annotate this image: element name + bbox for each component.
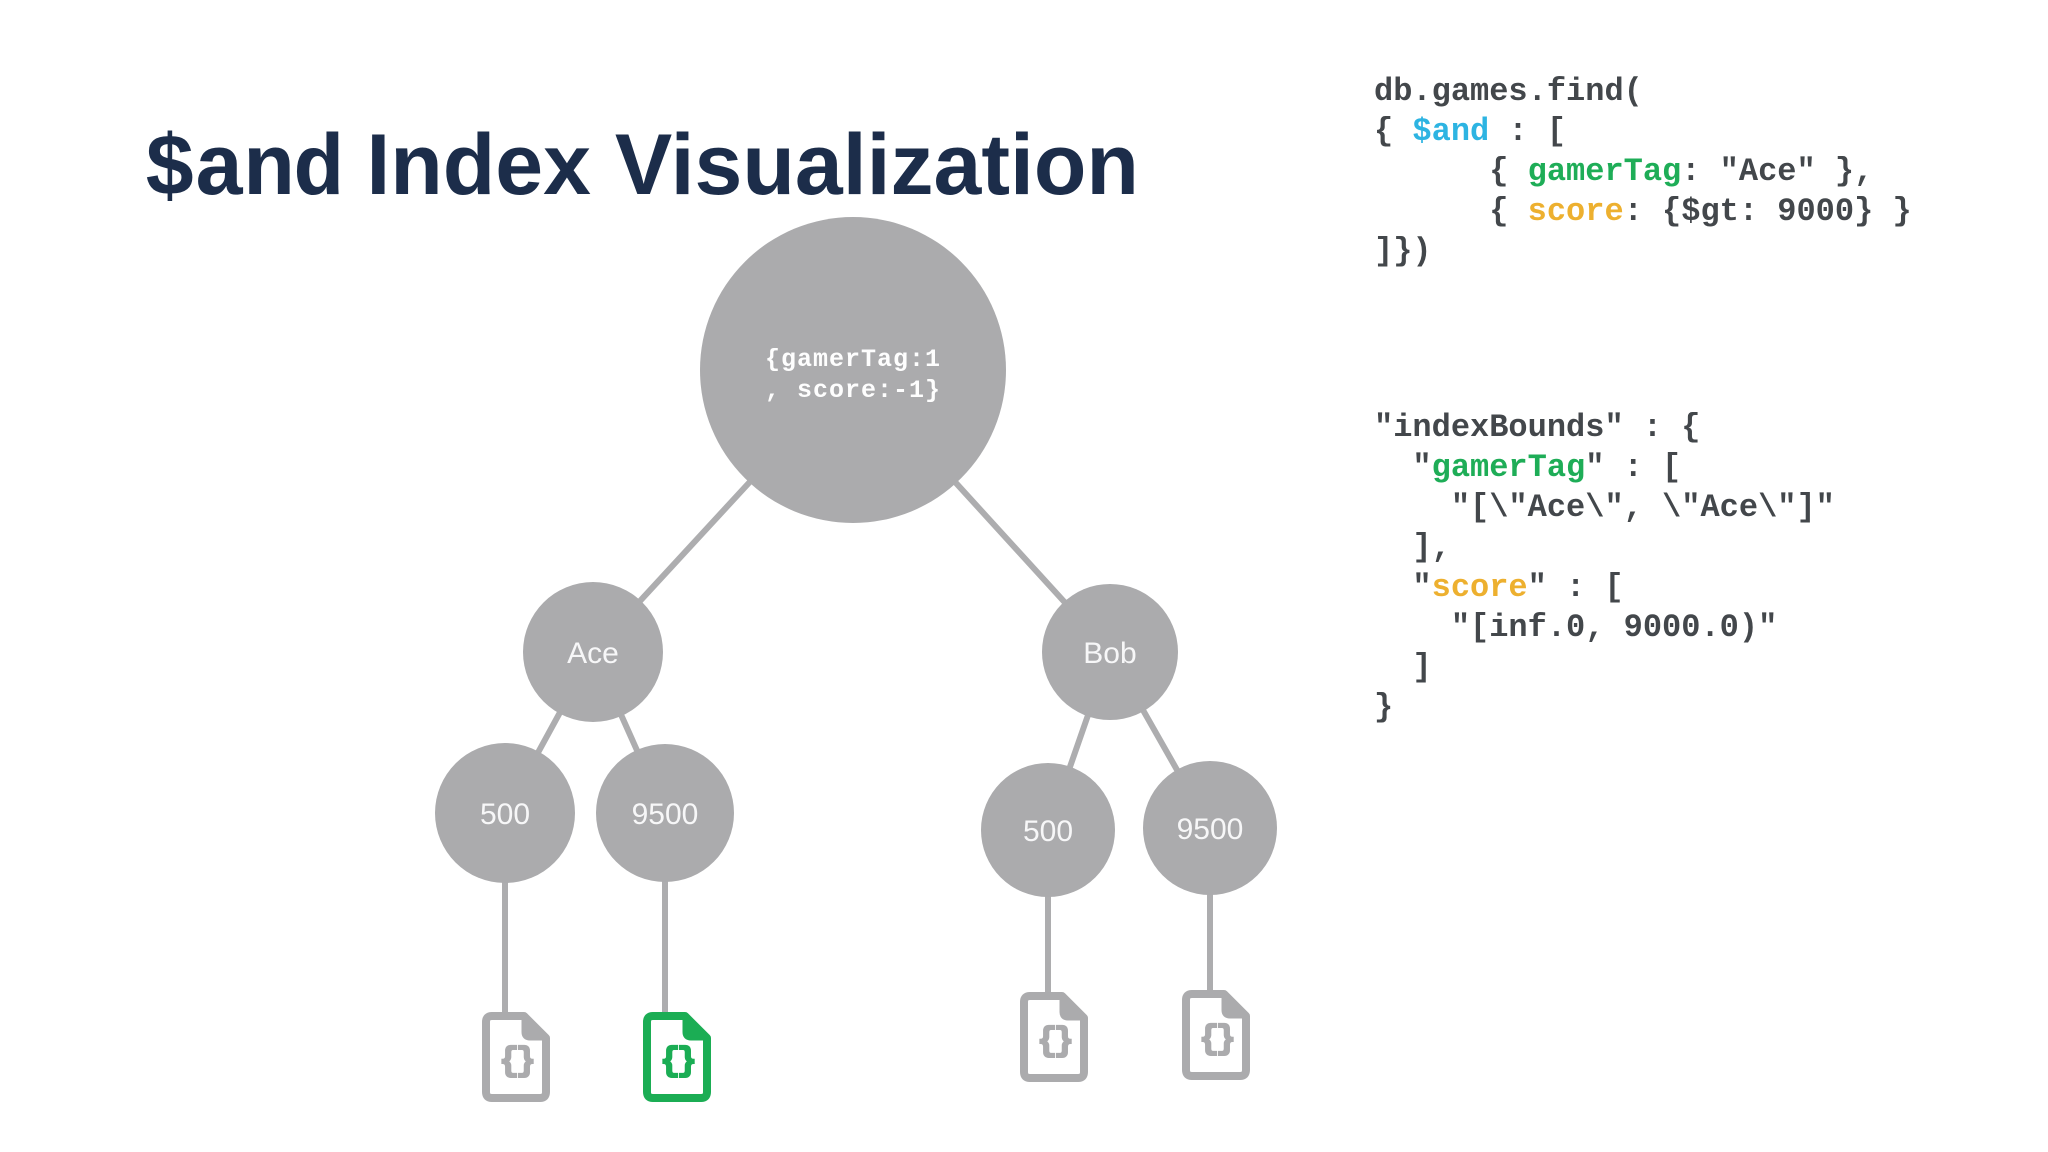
json-document-icon: {} bbox=[1182, 990, 1250, 1080]
code-token-plain: "[\"Ace\", \"Ace\"]" bbox=[1374, 489, 1835, 526]
node-ace bbox=[523, 582, 663, 722]
document-fold-corner bbox=[682, 1013, 710, 1041]
node-bob-label: Bob bbox=[1083, 637, 1136, 670]
node-ace-500-label: 500 bbox=[480, 798, 530, 831]
code-token-plain: ]}) bbox=[1374, 233, 1432, 270]
node-bob-500-label: 500 bbox=[1023, 815, 1073, 848]
code-line: "[inf.0, 9000.0)" bbox=[1374, 608, 1835, 648]
node-ace-9500-label: 9500 bbox=[632, 798, 699, 831]
json-document-icon: {} bbox=[482, 1012, 550, 1102]
code-token-plain: : {$gt: 9000} } bbox=[1623, 193, 1912, 230]
code-line: "[\"Ace\", \"Ace\"]" bbox=[1374, 488, 1835, 528]
node-ace-9500 bbox=[596, 744, 734, 882]
code-token-plain: ], bbox=[1374, 529, 1451, 566]
index-bounds-code-block: "indexBounds" : { "gamerTag" : [ "[\"Ace… bbox=[1374, 408, 1835, 728]
document-fold-corner bbox=[1059, 993, 1087, 1021]
braces-glyph: {} bbox=[1199, 1021, 1233, 1058]
node-bob-9500 bbox=[1143, 761, 1277, 895]
code-token-yellow: score bbox=[1527, 193, 1624, 230]
tree-nodes: {gamerTag:1 , score:-1} Ace Bob 500 9500… bbox=[435, 217, 1277, 897]
code-token-green: gamerTag bbox=[1431, 449, 1586, 486]
code-token-plain: { bbox=[1374, 113, 1413, 150]
root-node-label-line2: , score:-1} bbox=[765, 376, 941, 405]
page-title: $and Index Visualization bbox=[144, 117, 1139, 219]
code-line: { gamerTag: "Ace" }, bbox=[1374, 152, 1912, 192]
code-token-plain: "[inf.0, 9000.0)" bbox=[1374, 609, 1778, 646]
code-token-plain: db.games.find( bbox=[1374, 73, 1643, 110]
title-operator-keyword: $and bbox=[144, 122, 344, 220]
code-line: { score: {$gt: 9000} } bbox=[1374, 192, 1912, 232]
code-line: } bbox=[1374, 688, 1835, 728]
code-line: { $and : [ bbox=[1374, 112, 1912, 152]
code-token-cyan: $and bbox=[1412, 113, 1490, 150]
code-line: ] bbox=[1374, 648, 1835, 688]
code-line: "score" : [ bbox=[1374, 568, 1835, 608]
code-token-plain: { bbox=[1374, 153, 1528, 190]
code-token-plain: : "Ace" }, bbox=[1681, 153, 1874, 190]
code-token-plain: " bbox=[1374, 569, 1432, 606]
json-document-icon: {} bbox=[1020, 992, 1088, 1082]
braces-glyph: {} bbox=[660, 1043, 694, 1080]
code-token-yellow: score bbox=[1431, 569, 1528, 606]
code-line: db.games.find( bbox=[1374, 72, 1912, 112]
node-ace-500 bbox=[435, 743, 575, 883]
title-text: Index Visualization bbox=[342, 117, 1139, 213]
code-token-plain: : [ bbox=[1489, 113, 1567, 150]
code-token-plain: } bbox=[1374, 689, 1394, 726]
code-token-plain: " : [ bbox=[1585, 449, 1682, 486]
braces-glyph: {} bbox=[499, 1043, 533, 1080]
document-icons: {} {} {} {} bbox=[482, 990, 1250, 1102]
braces-glyph: {} bbox=[1037, 1023, 1071, 1060]
code-token-plain: "indexBounds" : { bbox=[1374, 409, 1701, 446]
root-index-node bbox=[700, 217, 1006, 523]
code-line: "gamerTag" : [ bbox=[1374, 448, 1835, 488]
node-bob-9500-label: 9500 bbox=[1177, 813, 1244, 846]
node-bob-500 bbox=[981, 763, 1115, 897]
document-fold-corner bbox=[1221, 991, 1249, 1019]
query-code-block: db.games.find({ $and : [ { gamerTag: "Ac… bbox=[1374, 72, 1912, 272]
code-token-plain: " bbox=[1374, 449, 1432, 486]
json-document-icon-matched: {} bbox=[643, 1012, 711, 1102]
code-token-plain: " : [ bbox=[1527, 569, 1624, 606]
code-line: "indexBounds" : { bbox=[1374, 408, 1835, 448]
document-fold-corner bbox=[521, 1013, 549, 1041]
root-node-label-line1: {gamerTag:1 bbox=[765, 345, 941, 374]
code-line: ], bbox=[1374, 528, 1835, 568]
node-bob bbox=[1042, 584, 1178, 720]
code-line: ]}) bbox=[1374, 232, 1912, 272]
code-token-plain: { bbox=[1374, 193, 1528, 230]
code-token-plain: ] bbox=[1374, 649, 1432, 686]
node-ace-label: Ace bbox=[567, 637, 619, 670]
code-token-green: gamerTag bbox=[1527, 153, 1682, 190]
